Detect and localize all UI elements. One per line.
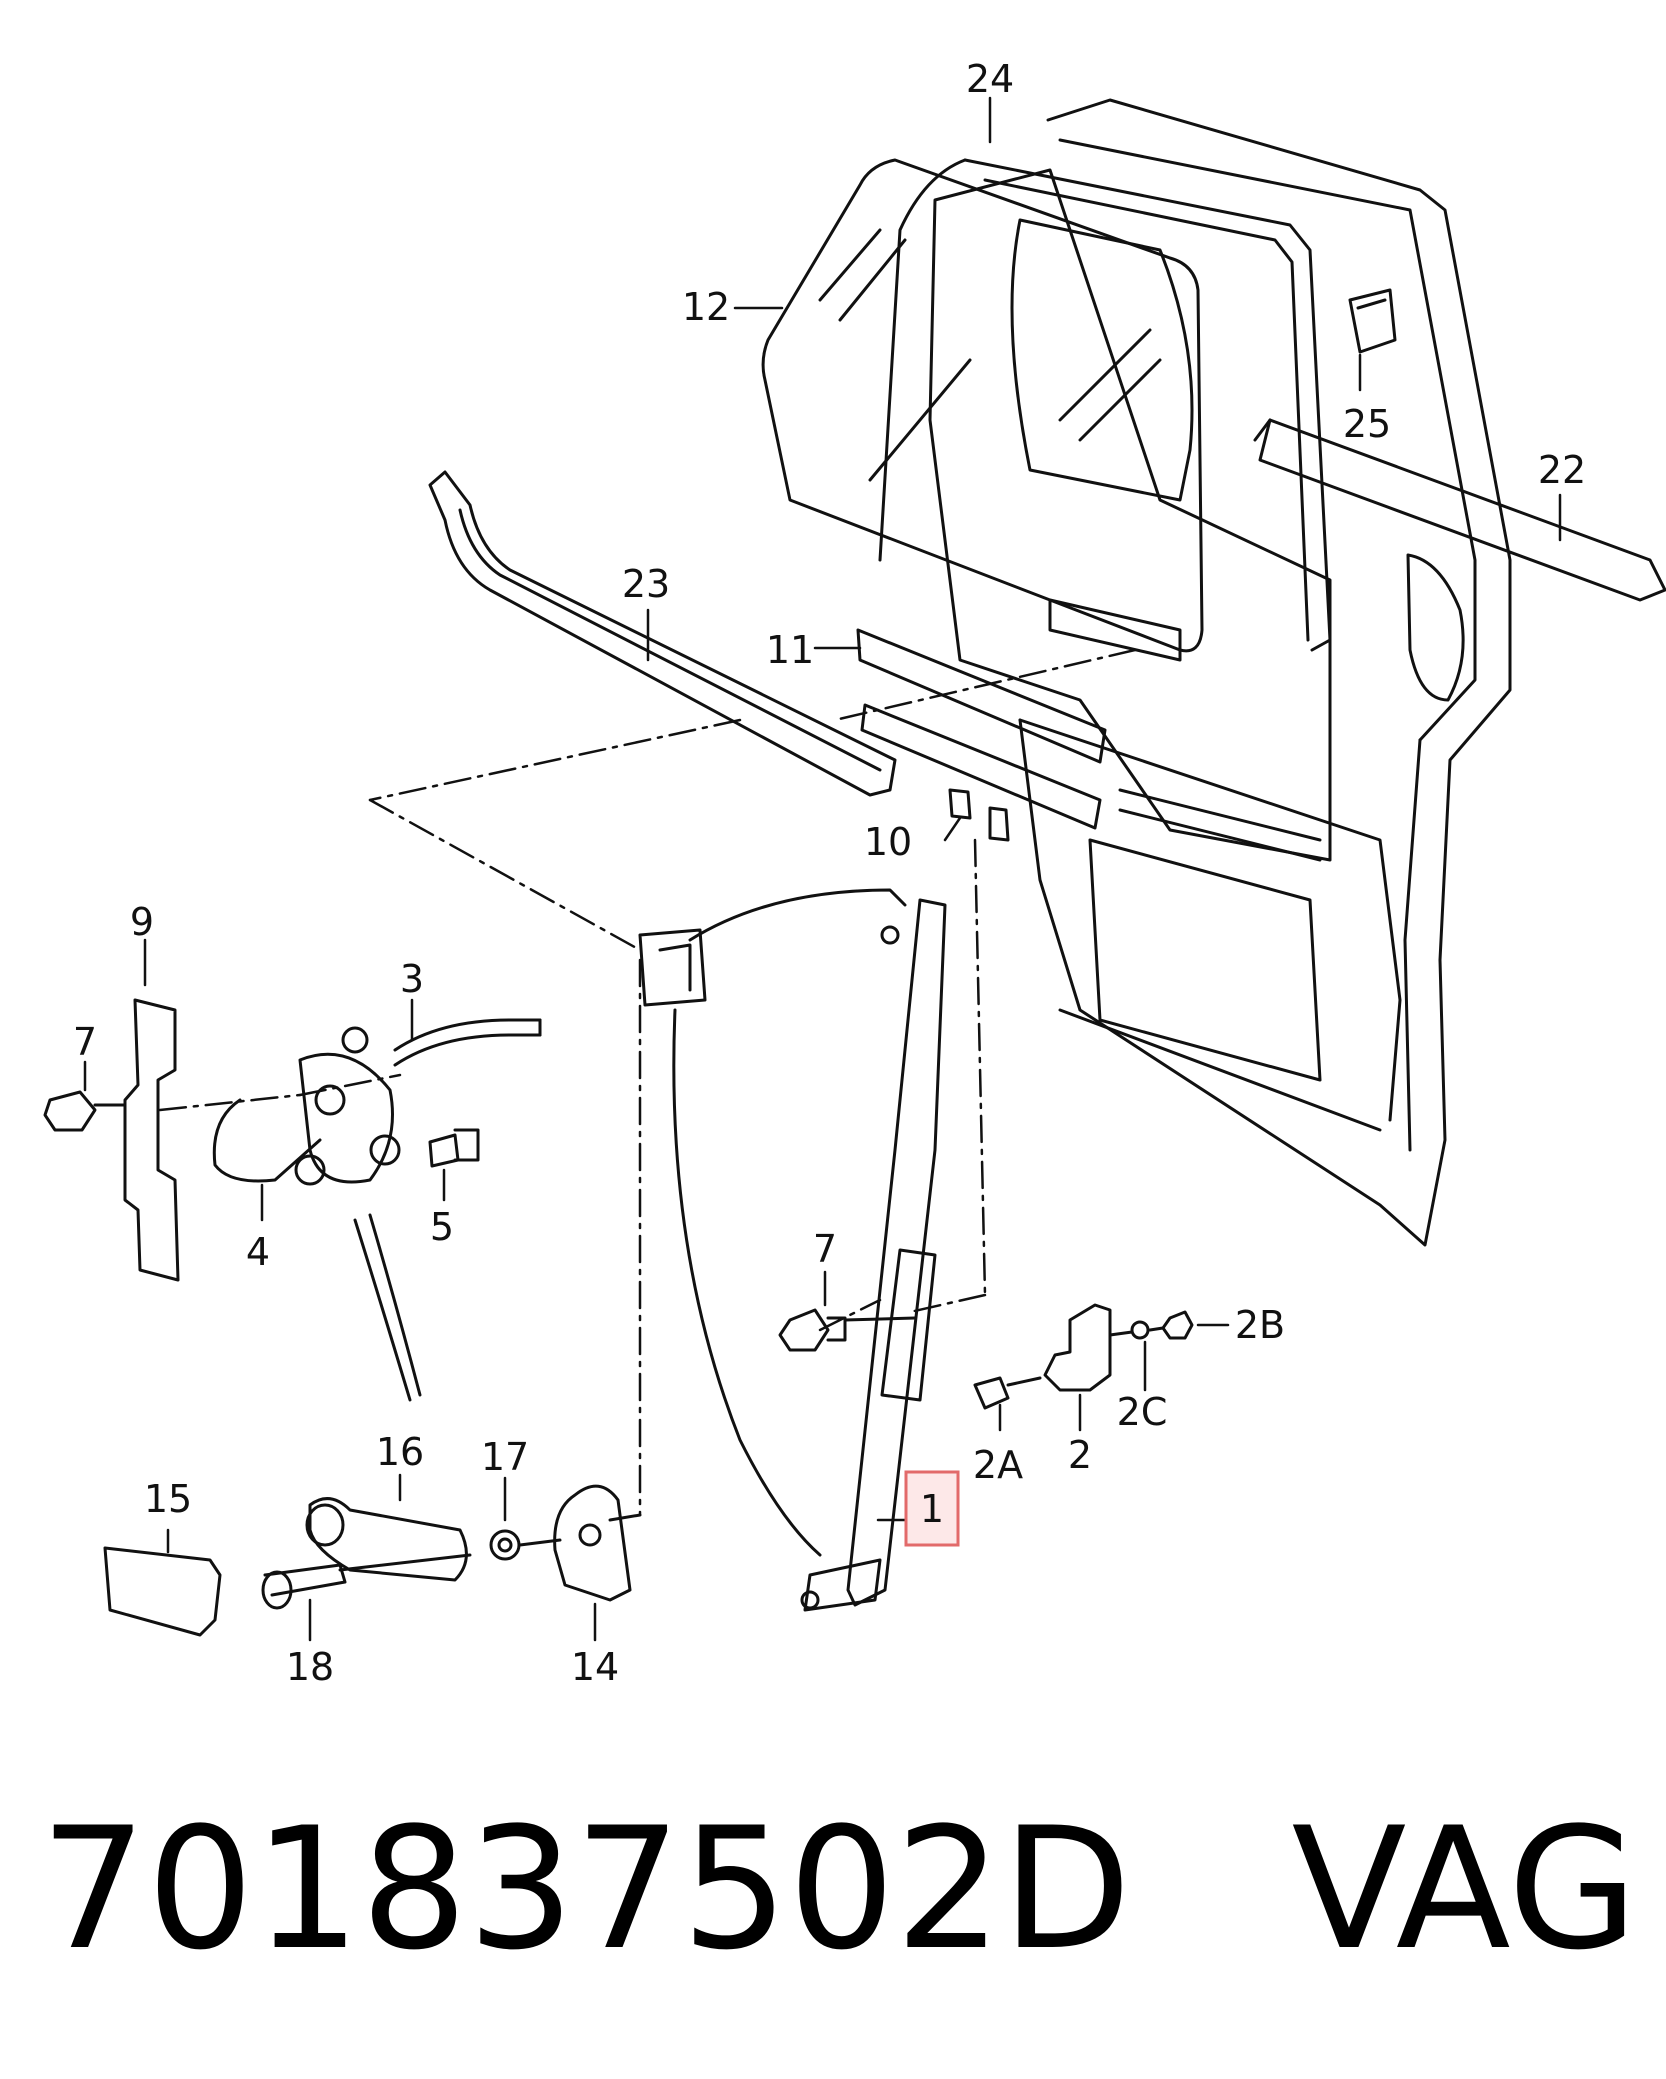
window-outer-strip bbox=[428, 470, 897, 797]
motor-bolt bbox=[428, 1128, 480, 1168]
callout-3: 3 bbox=[400, 957, 424, 1001]
callout-25: 25 bbox=[1343, 402, 1391, 446]
callout-11: 11 bbox=[766, 628, 814, 672]
callout-16: 16 bbox=[376, 1430, 424, 1474]
window-regulator bbox=[638, 888, 947, 1612]
callout-23: 23 bbox=[622, 562, 670, 606]
motor-bracket bbox=[43, 998, 180, 1282]
regulator-motor bbox=[212, 1026, 422, 1402]
callout-labels: 24 12 25 22 23 11 10 9 3 7 4 5 7 2B 2C 2… bbox=[73, 57, 1586, 1689]
callout-18: 18 bbox=[286, 1645, 334, 1689]
callout-9: 9 bbox=[130, 900, 154, 944]
guide-lines bbox=[158, 648, 1137, 1517]
lower-bracket bbox=[973, 1303, 1194, 1410]
clip bbox=[1348, 288, 1397, 354]
window-seal bbox=[878, 158, 1332, 652]
callout-2: 2 bbox=[1068, 1433, 1092, 1477]
callout-12: 12 bbox=[682, 285, 730, 329]
callout-24: 24 bbox=[966, 57, 1014, 101]
brand-name: VAG bbox=[1291, 1791, 1638, 1987]
crank-handle-parts bbox=[103, 1484, 642, 1637]
part-number: 701837502D bbox=[40, 1791, 1132, 1987]
callout-4: 4 bbox=[246, 1230, 270, 1274]
callout-2C: 2C bbox=[1117, 1390, 1168, 1434]
highlight-box bbox=[904, 1470, 960, 1547]
callout-17: 17 bbox=[481, 1435, 529, 1479]
exploded-parts-diagram: 24 12 25 22 23 11 10 9 3 7 4 5 7 2B 2C 2… bbox=[43, 57, 1666, 1689]
callout-7-right: 7 bbox=[813, 1227, 837, 1271]
callout-7-left: 7 bbox=[73, 1020, 97, 1064]
callout-22: 22 bbox=[1538, 448, 1586, 492]
inner-strips bbox=[856, 628, 1107, 842]
door-frame bbox=[1018, 98, 1512, 1247]
callout-5: 5 bbox=[430, 1205, 454, 1249]
leader-lines bbox=[83, 96, 1562, 1642]
callout-2A: 2A bbox=[973, 1443, 1023, 1487]
callout-15: 15 bbox=[144, 1477, 192, 1521]
callout-14: 14 bbox=[571, 1645, 619, 1689]
window-glass bbox=[761, 158, 1204, 653]
bolt bbox=[778, 1308, 917, 1352]
part-caption: 701837502D VAG bbox=[40, 1805, 1638, 1973]
cross-member bbox=[1253, 418, 1666, 602]
callout-10: 10 bbox=[864, 820, 912, 864]
callout-1: 1 bbox=[920, 1487, 944, 1531]
inner-panel bbox=[928, 168, 1332, 1082]
drive-cable bbox=[393, 1018, 542, 1067]
callout-2B: 2B bbox=[1235, 1303, 1285, 1347]
